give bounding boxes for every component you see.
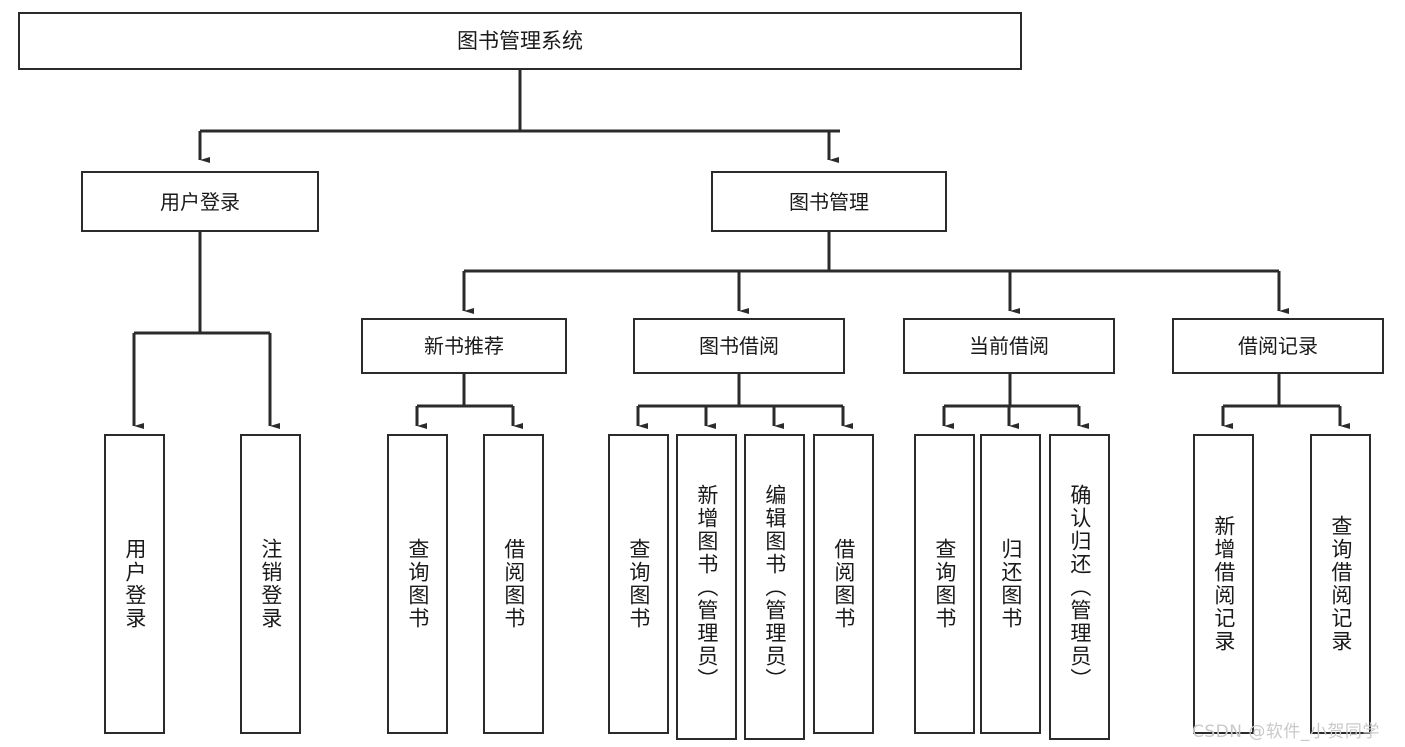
leaf-label: 用户登录 xyxy=(122,538,147,630)
leaf-current-borrow-confirm-return[interactable]: 确认归还（管理员） xyxy=(1049,434,1110,740)
leaf-label: 查询图书 xyxy=(932,538,957,630)
leaf-borrow-record-add[interactable]: 新增借阅记录 xyxy=(1193,434,1254,734)
node-new-book-recommend-label: 新书推荐 xyxy=(424,334,504,358)
leaf-label: 借阅图书 xyxy=(831,538,856,630)
watermark: CSDN @软件_小贺同学 xyxy=(1192,722,1380,742)
node-root-label: 图书管理系统 xyxy=(457,28,583,53)
leaf-label: 确认归还（管理员） xyxy=(1067,483,1092,691)
leaf-label: 查询图书 xyxy=(626,538,651,630)
node-book-borrow[interactable]: 图书借阅 xyxy=(633,318,845,374)
leaf-label: 查询借阅记录 xyxy=(1328,515,1353,653)
node-book-management[interactable]: 图书管理 xyxy=(711,171,947,232)
leaf-new-book-query[interactable]: 查询图书 xyxy=(387,434,448,734)
node-user-login[interactable]: 用户登录 xyxy=(81,171,319,232)
leaf-label: 新增图书（管理员） xyxy=(694,483,719,691)
leaf-book-borrow-add[interactable]: 新增图书（管理员） xyxy=(676,434,737,740)
leaf-book-borrow-edit[interactable]: 编辑图书（管理员） xyxy=(744,434,805,740)
node-book-management-label: 图书管理 xyxy=(789,189,869,214)
node-current-borrow-label: 当前借阅 xyxy=(969,334,1049,358)
node-root[interactable]: 图书管理系统 xyxy=(18,12,1022,70)
leaf-label: 新增借阅记录 xyxy=(1211,515,1236,653)
node-user-login-label: 用户登录 xyxy=(160,189,240,214)
leaf-current-borrow-return[interactable]: 归还图书 xyxy=(980,434,1041,734)
leaf-borrow-record-query[interactable]: 查询借阅记录 xyxy=(1310,434,1371,734)
leaf-label: 注销登录 xyxy=(258,538,283,630)
leaf-label: 归还图书 xyxy=(998,538,1023,630)
node-current-borrow[interactable]: 当前借阅 xyxy=(903,318,1115,374)
leaf-new-book-borrow[interactable]: 借阅图书 xyxy=(483,434,544,734)
node-book-borrow-label: 图书借阅 xyxy=(699,334,779,358)
node-borrow-record[interactable]: 借阅记录 xyxy=(1172,318,1384,374)
leaf-label: 借阅图书 xyxy=(501,538,526,630)
node-borrow-record-label: 借阅记录 xyxy=(1238,334,1318,358)
leaf-label: 查询图书 xyxy=(405,538,430,630)
leaf-book-borrow-lend[interactable]: 借阅图书 xyxy=(813,434,874,734)
leaf-current-borrow-query[interactable]: 查询图书 xyxy=(914,434,975,734)
leaf-book-borrow-query[interactable]: 查询图书 xyxy=(608,434,669,734)
node-new-book-recommend[interactable]: 新书推荐 xyxy=(361,318,567,374)
leaf-user-login-signout[interactable]: 注销登录 xyxy=(240,434,301,734)
leaf-user-login-signin[interactable]: 用户登录 xyxy=(104,434,165,734)
leaf-label: 编辑图书（管理员） xyxy=(762,483,787,691)
